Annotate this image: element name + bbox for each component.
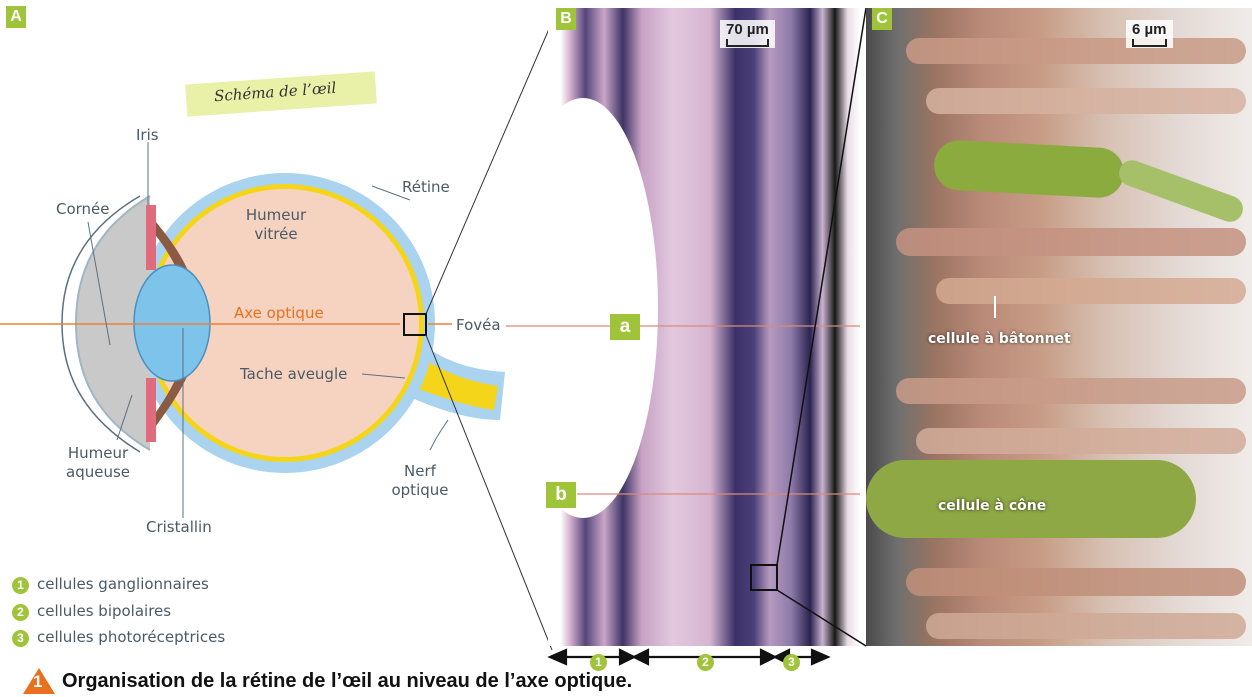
label-humeur-vitree-l2: vitrée: [236, 225, 316, 244]
label-cornee: Cornée: [56, 200, 110, 219]
rod-cell: [906, 38, 1246, 64]
label-tache-aveugle: Tache aveugle: [240, 365, 347, 384]
legend-number: 2: [12, 604, 29, 621]
legend-item: 3 cellules photoréceptrices: [12, 628, 225, 647]
label-nerf-optique-l1: Nerf: [388, 462, 452, 481]
label-humeur-vitree: Humeur vitrée: [236, 206, 316, 244]
layer-1-marker: 1: [590, 654, 607, 671]
label-cone-cell: cellule à cône: [938, 498, 1046, 514]
rod-pointer: [994, 296, 996, 318]
retina-micrograph: [548, 8, 860, 646]
iris: [146, 205, 156, 270]
rod-cell: [926, 88, 1246, 114]
label-humeur-vitree-l1: Humeur: [236, 206, 316, 225]
rod-cell: [926, 613, 1246, 639]
scale-70um-label: 70 µm: [726, 21, 769, 38]
legend-text: cellules bipolaires: [37, 602, 171, 620]
label-retine: Rétine: [402, 178, 450, 197]
label-axe-optique: Axe optique: [234, 304, 324, 323]
rod-cell: [906, 568, 1246, 596]
rod-cell: [896, 378, 1246, 404]
panel-b-tag: B: [556, 8, 576, 30]
layer-2-marker: 2: [697, 654, 714, 671]
lens: [134, 265, 210, 381]
label-iris: Iris: [136, 126, 159, 145]
label-nerf-optique: Nerf optique: [388, 462, 452, 500]
rod-cell: [936, 278, 1246, 304]
panel-c-tag: C: [872, 8, 892, 30]
caption-number: 1: [33, 672, 42, 692]
scale-6um-bar: [1132, 39, 1167, 47]
label-rod-cell: cellule à bâtonnet: [928, 331, 1071, 347]
rod-cell: [916, 428, 1246, 454]
legend-text: cellules photoréceptrices: [37, 628, 225, 646]
scale-70um-bar: [726, 39, 769, 47]
legend-text: cellules ganglionnaires: [37, 575, 209, 593]
label-humeur-aqueuse: Humeur aqueuse: [58, 444, 138, 482]
legend-item: 1 cellules ganglionnaires: [12, 575, 209, 594]
label-humeur-aqueuse-l1: Humeur: [58, 444, 138, 463]
legend-item: 2 cellules bipolaires: [12, 602, 171, 621]
scale-bar-6um: 6 µm: [1126, 20, 1173, 48]
cone-cell: [933, 139, 1125, 199]
scale-bar-70um: 70 µm: [720, 20, 775, 48]
marker-a: a: [610, 314, 640, 340]
label-humeur-aqueuse-l2: aqueuse: [58, 463, 138, 482]
figure-caption: Organisation de la rétine de l’œil au ni…: [62, 670, 632, 693]
cone-cell-tip: [1115, 157, 1246, 226]
foveal-pit: [548, 98, 658, 518]
marker-b: b: [546, 482, 576, 508]
scale-6um-label: 6 µm: [1132, 21, 1167, 38]
label-fovea: Fovéa: [456, 316, 501, 335]
layer-3-marker: 3: [783, 654, 800, 671]
label-cristallin: Cristallin: [146, 518, 212, 537]
sem-photoreceptors: [866, 8, 1252, 646]
legend-number: 1: [12, 577, 29, 594]
legend-number: 3: [12, 630, 29, 647]
label-nerf-optique-l2: optique: [388, 481, 452, 500]
rod-cell: [896, 228, 1246, 256]
